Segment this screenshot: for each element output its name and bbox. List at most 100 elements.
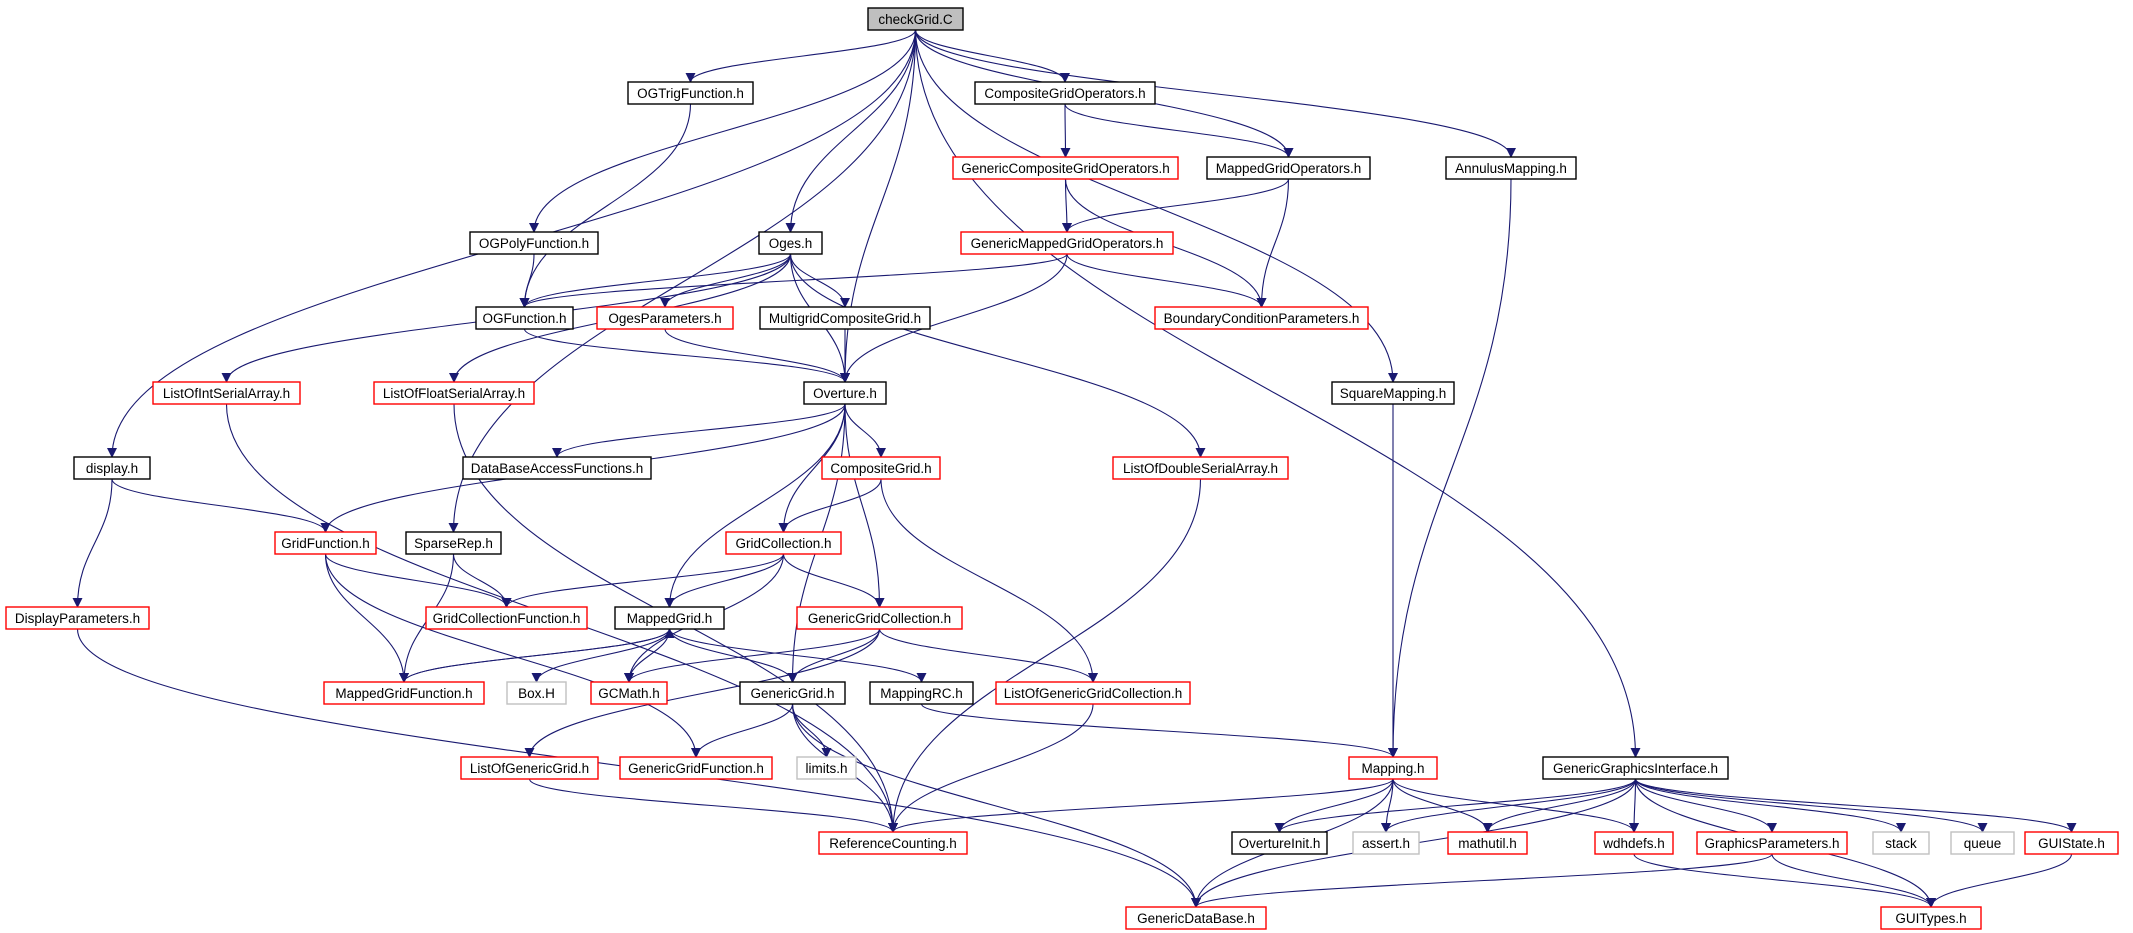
node-box-h: Box.H [506,681,567,705]
node-box [725,531,842,555]
node-overture-init[interactable]: OvertureInit.h [1231,831,1328,855]
node-box [1950,831,2015,855]
node-list-of-int-serial-array[interactable]: ListOfIntSerialArray.h [152,381,301,405]
edge-oges-to-multigrid-composite-grid [789,253,850,308]
edge-grid-function-to-mapped-grid-function [324,553,409,683]
node-label: GenericGridCollection.h [808,611,951,626]
node-generic-grid-collection[interactable]: GenericGridCollection.h [796,606,963,630]
node-box [73,456,151,480]
edge-generic-graphics-interface-to-mathutil [1482,778,1637,833]
edge-ogtrig-function-to-ogfunction [519,103,692,308]
edge-overture-to-composite-grid [844,403,886,458]
node-box [5,606,150,630]
node-box [739,681,846,705]
node-list-of-float-serial-array[interactable]: ListOfFloatSerialArray.h [373,381,535,405]
node-generic-composite-grid-operators[interactable]: GenericCompositeGridOperators.h [952,156,1179,180]
edge-mapped-grid-to-generic-grid [668,628,798,683]
node-label: OGPolyFunction.h [479,236,589,251]
node-display-parameters[interactable]: DisplayParameters.h [5,606,150,630]
node-box [1352,831,1420,855]
node-box [1206,156,1371,180]
node-label: MappedGridFunction.h [335,686,472,701]
node-mathutil[interactable]: mathutil.h [1447,831,1528,855]
node-sparse-rep[interactable]: SparseRep.h [405,531,502,555]
edge-generic-grid-collection-to-list-of-generic-grid [524,628,881,758]
node-ogpoly-function[interactable]: OGPolyFunction.h [469,231,599,255]
edge-oges-to-oges-parameters [660,253,792,308]
node-graphics-parameters[interactable]: GraphicsParameters.h [1696,831,1848,855]
edge-graphics-parameters-to-generic-data-base [1191,853,1773,908]
node-label: Box.H [518,686,555,701]
node-generic-mapped-grid-operators[interactable]: GenericMappedGridOperators.h [960,231,1174,255]
edge-overture-to-mapped-grid [664,403,846,608]
node-data-base-access-functions[interactable]: DataBaseAccessFunctions.h [462,456,652,480]
edge-composite-grid-to-list-of-generic-grid-collection [880,478,1098,683]
edge-mapped-grid-function-to-mapped-grid [403,628,675,683]
node-box [960,231,1174,255]
node-guitypes[interactable]: GUITypes.h [1880,906,1982,930]
node-label: GridFunction.h [281,536,370,551]
node-box [1112,456,1289,480]
edge-composite-grid-operators-to-mapped-grid-operators [1064,103,1294,158]
node-guistate[interactable]: GUIState.h [2024,831,2119,855]
node-label: ListOfDoubleSerialArray.h [1123,461,1278,476]
node-mapped-grid-operators[interactable]: MappedGridOperators.h [1206,156,1371,180]
node-list-of-generic-grid-collection[interactable]: ListOfGenericGridCollection.h [995,681,1191,705]
node-ogtrig-function[interactable]: OGTrigFunction.h [627,81,754,105]
edge-generic-grid-collection-to-generic-grid [787,628,881,683]
node-composite-grid[interactable]: CompositeGrid.h [821,456,941,480]
node-box [1348,756,1438,780]
node-label: GridCollection.h [735,536,831,551]
node-grid-collection[interactable]: GridCollection.h [725,531,842,555]
node-label: OvertureInit.h [1239,836,1321,851]
edge-grid-function-to-grid-collection-function [324,553,512,608]
node-wdhdefs[interactable]: wdhdefs.h [1594,831,1674,855]
node-box [614,606,725,630]
node-label: GenericDataBase.h [1137,911,1255,926]
node-generic-graphics-interface[interactable]: GenericGraphicsInterface.h [1542,756,1729,780]
node-boundary-condition-parameters[interactable]: BoundaryConditionParameters.h [1154,306,1369,330]
node-list-of-generic-grid[interactable]: ListOfGenericGrid.h [460,756,599,780]
edge-mapping-rc-to-mapping [920,703,1398,758]
node-composite-grid-operators[interactable]: CompositeGridOperators.h [974,81,1156,105]
node-grid-function[interactable]: GridFunction.h [274,531,377,555]
node-gcmath[interactable]: GCMath.h [590,681,668,705]
node-mapped-grid[interactable]: MappedGrid.h [614,606,725,630]
node-mapping[interactable]: Mapping.h [1348,756,1438,780]
node-list-of-double-serial-array[interactable]: ListOfDoubleSerialArray.h [1112,456,1289,480]
node-reference-counting[interactable]: ReferenceCounting.h [818,831,968,855]
node-generic-data-base[interactable]: GenericDataBase.h [1125,906,1267,930]
node-multigrid-composite-grid[interactable]: MultigridCompositeGrid.h [759,306,931,330]
node-grid-collection-function[interactable]: GridCollectionFunction.h [425,606,588,630]
node-label: mathutil.h [1458,836,1517,851]
edge-mapped-grid-operators-to-generic-mapped-grid-operators [1062,178,1290,233]
node-label: ListOfFloatSerialArray.h [383,386,525,401]
node-label: OGFunction.h [482,311,566,326]
edge-generic-grid-to-generic-grid-function [691,703,794,758]
node-box [995,681,1191,705]
node-label: BoundaryConditionParameters.h [1164,311,1360,326]
node-box [1231,831,1328,855]
node-label: MappedGridOperators.h [1216,161,1362,176]
edge-list-of-generic-grid-collection-to-reference-counting [888,703,1094,833]
node-ogfunction[interactable]: OGFunction.h [475,306,574,330]
node-generic-grid[interactable]: GenericGrid.h [739,681,846,705]
node-square-mapping[interactable]: SquareMapping.h [1331,381,1455,405]
node-annulus-mapping[interactable]: AnnulusMapping.h [1445,156,1577,180]
node-display[interactable]: display.h [73,456,151,480]
node-label: DataBaseAccessFunctions.h [471,461,644,476]
node-label: display.h [86,461,138,476]
edge-composite-grid-to-grid-collection [778,478,882,533]
node-mapping-rc[interactable]: MappingRC.h [869,681,974,705]
node-overture[interactable]: Overture.h [803,381,887,405]
node-label: queue [1964,836,2002,851]
node-oges-parameters[interactable]: OgesParameters.h [596,306,734,330]
edge-mapping-to-overture-init [1274,778,1394,833]
node-label: wdhdefs.h [1602,836,1665,851]
edge-oges-parameters-to-overture [664,328,850,383]
node-mapped-grid-function[interactable]: MappedGridFunction.h [323,681,485,705]
node-label: GenericGraphicsInterface.h [1553,761,1718,776]
node-box [460,756,599,780]
node-generic-grid-function[interactable]: GenericGridFunction.h [619,756,773,780]
node-oges[interactable]: Oges.h [758,231,823,255]
